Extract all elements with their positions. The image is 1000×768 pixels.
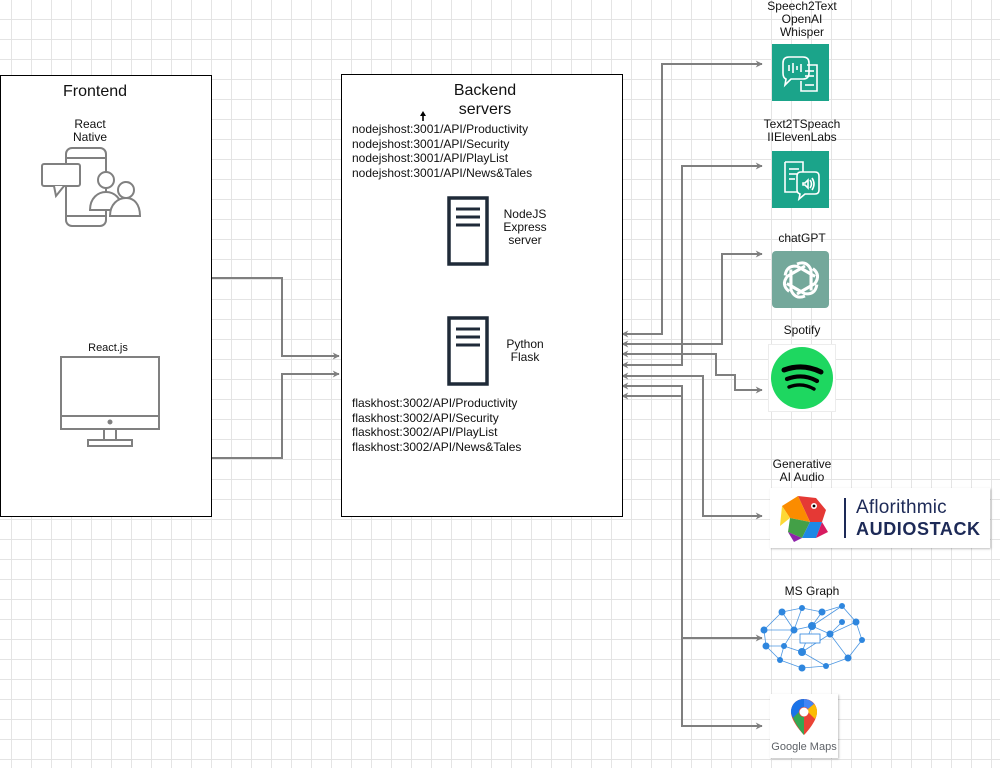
- arrow-up-icon: [420, 111, 426, 121]
- audiostack-logo[interactable]: Aflorithmic AUDIOSTACK: [770, 488, 990, 548]
- speech-to-text-icon: [781, 55, 818, 92]
- generative-ai-audio-label: Generative AI Audio: [772, 457, 832, 484]
- text2speech-tile[interactable]: [772, 151, 829, 208]
- python-server-label: Python Flask: [506, 337, 544, 364]
- ms-graph-network-icon[interactable]: [756, 600, 868, 674]
- spotify-tile[interactable]: [768, 344, 836, 412]
- link-backend-to-speech2text: [621, 60, 763, 338]
- node-endpoints: nodejshost:3001/API/Productivity nodejsh…: [352, 122, 532, 180]
- link-backend-to-chatgpt: [621, 250, 763, 348]
- chatgpt-label: chatGPT: [778, 231, 826, 245]
- audiostack-brand-line1: Aflorithmic: [856, 497, 947, 518]
- backend-title: Backend servers: [453, 82, 517, 118]
- frontend-box: [0, 75, 212, 517]
- flask-endpoint-playlist: flaskhost:3002/API/PlayList: [352, 425, 498, 439]
- flask-endpoint-productivity: flaskhost:3002/API/Productivity: [352, 396, 518, 410]
- spotify-label: Spotify: [783, 323, 821, 337]
- link-backend-to-spotify: [621, 350, 763, 394]
- nodejs-server-label: NodeJS Express server: [503, 207, 547, 247]
- ms-graph-label: MS Graph: [784, 584, 840, 598]
- nodejs-server-icon: [447, 196, 489, 266]
- mobile-users-icon: [41, 147, 142, 227]
- backend-box: [341, 74, 623, 517]
- frontend-title: Frontend: [62, 83, 128, 100]
- flask-endpoint-security: flaskhost:3002/API/Security: [352, 410, 499, 425]
- chatgpt-tile[interactable]: [772, 251, 829, 308]
- speech2text-tile[interactable]: [772, 44, 829, 101]
- speech2text-label: Speech2Text OpenAI Whisper: [767, 0, 837, 39]
- link-backend-to-msgraph: [621, 382, 763, 642]
- flask-endpoint-news-tales: flaskhost:3002/API/News&Tales: [352, 439, 522, 454]
- flask-endpoints: flaskhost:3002/API/Productivity flaskhos…: [352, 396, 521, 454]
- link-backend-to-googlemaps: [621, 392, 763, 730]
- link-backend-to-text2speech: [621, 162, 763, 369]
- node-endpoint-security: nodejshost:3001/API/Security: [352, 136, 510, 151]
- google-maps-label: Google Maps: [771, 741, 837, 753]
- audiostack-brand-line2: AUDIOSTACK: [856, 519, 981, 539]
- openai-logo-icon: [782, 260, 819, 299]
- logo-divider: [844, 498, 846, 538]
- node-endpoint-news-tales: nodejshost:3001/API/News&Tales: [352, 165, 533, 180]
- reactjs-label: React.js: [88, 342, 128, 354]
- node-endpoint-playlist: nodejshost:3001/API/PlayList: [352, 151, 509, 165]
- google-maps-tile[interactable]: Google Maps: [770, 694, 838, 758]
- text-to-speech-icon: [783, 160, 820, 201]
- react-native-label: React Native: [72, 117, 107, 144]
- map-pin-icon: [791, 699, 817, 735]
- python-server-icon: [447, 316, 489, 386]
- text2speech-label: Text2TSpeach IIElevenLabs: [763, 117, 841, 144]
- parrot-logo-icon: [780, 496, 828, 542]
- desktop-monitor-icon: [60, 356, 160, 447]
- node-endpoint-productivity: nodejshost:3001/API/Productivity: [352, 122, 529, 136]
- spotify-logo-icon: [771, 347, 833, 409]
